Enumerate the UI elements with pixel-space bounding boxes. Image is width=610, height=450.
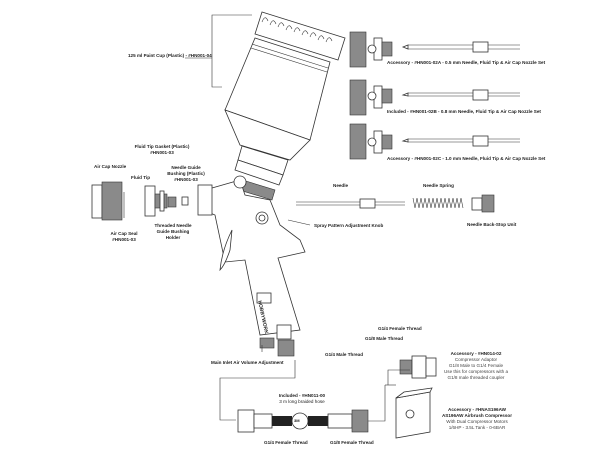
label-line: Compressor Adaptor	[454, 357, 498, 362]
label-nozzle-set-c: Accessory - #HN001-02C - 1.0 mm Needle, …	[387, 156, 546, 161]
label-line: #HN001-03	[112, 237, 136, 242]
label-threaded-needle-guide: Threaded Needle Guide Bushing Holder	[150, 223, 196, 241]
label-line: Holder	[165, 235, 181, 240]
label-line: With Dual Compressor Motors	[446, 419, 508, 424]
label-line: Accessory - #HN014-02	[450, 351, 502, 356]
label-g14-male: G1/4 Male Thread	[325, 352, 364, 357]
gun-body	[202, 175, 306, 357]
label-line: G1/8 male threaded coupler	[447, 375, 505, 380]
label-spray-pattern-knob: Spray Pattern Adjustment Knob	[314, 223, 384, 228]
label-line: #HN001-03	[150, 150, 174, 155]
label-nozzle-set-b: Included - #HN001-02B - 0.8 mm Needle, F…	[387, 109, 541, 114]
label-line: Guide Bushing	[156, 229, 190, 234]
label-line: Bushing (Plastic)	[167, 171, 205, 176]
label-line: Needle Guide	[171, 165, 201, 170]
label-needle: Needle	[333, 183, 349, 188]
label-air-cap-nozzle: Air Cap Nozzle	[94, 164, 127, 169]
label-hose: Included - #HN011-00 3 m long braided ho…	[272, 393, 332, 405]
label-g18-male: G1/8 Male Thread	[365, 336, 404, 341]
label-g14-female-top: G1/4 Female Thread	[378, 326, 422, 331]
braided-hose	[237, 409, 369, 433]
paint-cup	[224, 37, 331, 201]
label-g18-female: G1/8 Female Thread	[330, 440, 374, 445]
label-needle-back-stop: Needle Back-Stop Unit	[467, 222, 517, 227]
label-fluid-tip-gasket: Fluid Tip Gasket (Plastic) #HN001-03	[132, 144, 192, 156]
nozzle-set-b	[349, 79, 520, 116]
label-air-cap-seal: Air Cap Seal #HN001-03	[104, 231, 144, 243]
label-paint-cup: 125 ml Paint Cup (Plastic) - #HN001-04	[128, 53, 212, 58]
paint-cup-lid	[254, 11, 346, 61]
label-needle-guide-bushing: Needle Guide Bushing (Plastic) #HN001-03	[163, 165, 209, 183]
label-line: Threaded Needle	[154, 223, 192, 228]
airbrush-compressor	[395, 387, 433, 439]
label-g14-female-bottom: G1/4 Female Thread	[264, 440, 308, 445]
label-line: 1/6HP - 3.5L Tank - 0-6BAR	[448, 425, 506, 430]
front-nozzle-parts	[91, 181, 213, 221]
label-line: AS196AW Airbrush Compressor	[441, 413, 513, 418]
label-fluid-tip: Fluid Tip	[131, 175, 151, 180]
label-line: Fluid Tip Gasket (Plastic)	[134, 144, 190, 149]
label-adaptor: Accessory - #HN014-02 Compressor Adaptor…	[436, 351, 516, 381]
label-line: Included - #HN011-00	[278, 393, 326, 398]
label-line: 3 m long braided hose	[279, 399, 325, 404]
hose-length-badge: 3M	[294, 418, 300, 423]
label-main-inlet: Main Inlet Air Volume Adjustment	[211, 360, 284, 365]
compressor-adaptor	[399, 355, 437, 379]
label-needle-spring: Needle Spring	[423, 183, 454, 188]
label-nozzle-set-a: Accessory - #HN001-02A - 0.5 mm Needle, …	[387, 60, 546, 65]
label-line: G1/8 Male to G1/4 Female	[448, 363, 504, 368]
nozzle-set-c	[349, 123, 520, 160]
needle-parts	[296, 194, 495, 213]
label-line: #HN001-03	[174, 177, 198, 182]
nozzle-set-a	[349, 31, 520, 68]
label-line: Air Cap Seal	[110, 231, 138, 236]
label-compressor: Accessory - #HNAS196AW AS196AW Airbrush …	[432, 407, 522, 431]
label-line: Accessory - #HNAS196AW	[448, 407, 506, 412]
label-line: Use this for compressors with a	[443, 369, 509, 374]
